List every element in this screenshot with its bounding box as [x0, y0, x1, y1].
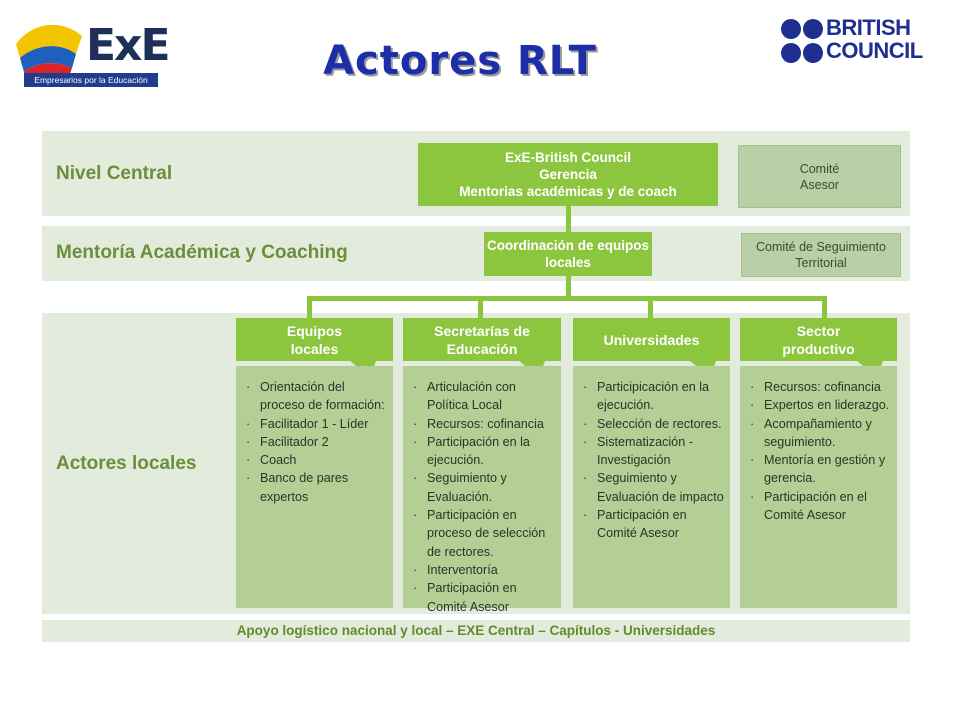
list-item: Coach [244, 451, 387, 470]
list-item: Participación en el Comité Asesor [748, 488, 891, 525]
list-item: Participación en Comité Asesor [581, 506, 724, 543]
exe-logo [16, 24, 82, 74]
comite-seguimiento-box: Comité de Seguimiento Territorial [741, 233, 901, 277]
connector-drop-1 [307, 296, 312, 318]
column-header-equipos: Equipos locales [236, 318, 393, 361]
list-item: Recursos: cofinancia [411, 415, 555, 434]
list-item: Seguimiento y Evaluación. [411, 469, 555, 506]
label-mentoria: Mentoría Académica y Coaching [56, 242, 348, 263]
label-actores-locales: Actores locales [56, 453, 197, 474]
british-council-line2: COUNCIL [826, 38, 923, 63]
connector-drop-3 [648, 296, 653, 318]
list-item: Seguimiento y Evaluación de impacto [581, 469, 724, 506]
column-header-universidades: Universidades [573, 318, 730, 361]
page-title: Actores RLT [323, 38, 597, 84]
list-item: Selección de rectores. [581, 415, 724, 434]
list-item: Articulación con Política Local [411, 378, 555, 415]
list-item: Participación en proceso de selección de… [411, 506, 555, 561]
column-body-secretarias: Articulación con Política Local Recursos… [403, 366, 561, 614]
column-body-universidades: Participicación en la ejecución. Selecci… [573, 366, 730, 608]
list-item: Orientación del proceso de formación: [244, 378, 387, 415]
list-item: Facilitador 2 [244, 433, 387, 452]
list-item: Acompañamiento y seguimiento. [748, 415, 891, 452]
footer-text: Apoyo logístico nacional y local – EXE C… [236, 623, 716, 638]
list-item: Sistematización - Investigación [581, 433, 724, 470]
list-item: Participicación en la ejecución. [581, 378, 724, 415]
label-nivel-central: Nivel Central [56, 163, 173, 184]
list-item: Interventoría [411, 561, 555, 580]
british-council-logo: BRITISH COUNCIL [826, 16, 923, 62]
connector-drop-4 [822, 296, 827, 318]
british-council-dots-icon [781, 19, 823, 63]
column-header-sector: Sector productivo [740, 318, 897, 361]
band-footer [42, 620, 910, 642]
list-item: Facilitador 1 - Líder [244, 415, 387, 434]
list-item: Expertos en liderazgo. [748, 396, 891, 415]
list-item: Recursos: cofinancia [748, 378, 891, 397]
exe-tagline: Empresarios por la Educación [24, 73, 158, 87]
column-header-secretarias: Secretarías de Educación [403, 318, 561, 361]
column-body-equipos: Orientación del proceso de formación: Fa… [236, 366, 393, 608]
comite-asesor-box: Comité Asesor [738, 145, 901, 208]
list-item: Participación en Comité Asesor [411, 579, 555, 616]
british-council-line1: BRITISH [826, 15, 911, 40]
list-item: Participación en la ejecución. [411, 433, 555, 470]
connector-vertical-top [566, 206, 571, 232]
connector-drop-2 [478, 296, 483, 318]
exe-logo-text: ExE [86, 20, 170, 71]
column-body-sector: Recursos: cofinancia Expertos en lideraz… [740, 366, 897, 608]
list-item: Mentoría en gestión y gerencia. [748, 451, 891, 488]
connector-vertical-mid [566, 276, 571, 298]
central-box: ExE-British Council Gerencia Mentorias a… [418, 143, 718, 206]
connector-horizontal [307, 296, 827, 301]
coordinacion-box: Coordinación de equipos locales [484, 232, 652, 276]
list-item: Banco de pares expertos [244, 469, 387, 506]
